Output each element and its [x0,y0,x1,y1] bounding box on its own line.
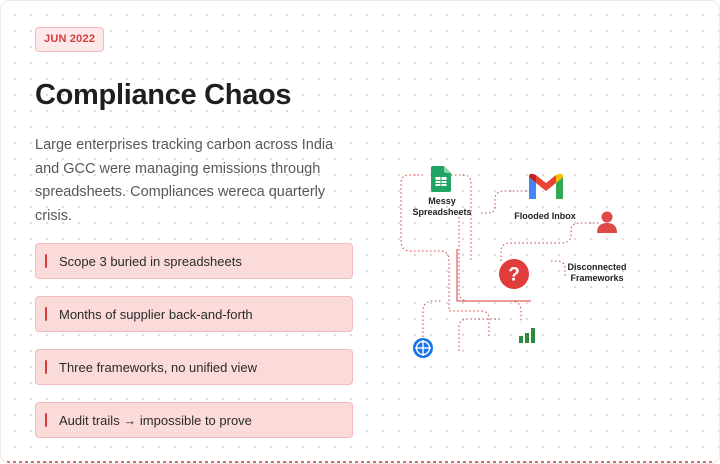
frameworks-label-line2: Frameworks [570,273,624,283]
gmail-icon [529,173,563,199]
bottom-dashed-border [1,461,719,463]
globe-icon [413,338,433,358]
item-accent-bar [45,254,47,268]
item-accent-bar [45,413,47,427]
description: Large enterprises tracking carbon across… [35,137,334,224]
spreadsheets-label-line2: Spreadsheets [412,207,472,217]
pain-point-list: Scope 3 buried in spreadsheets Months of… [35,243,353,455]
spreadsheets-label-line1: Messy [428,196,456,206]
svg-text:?: ? [508,265,520,286]
pain-point-item: Audit trails → impossible to prove [35,402,353,438]
bar-chart-icon [519,328,535,343]
pain-point-label: Months of supplier back-and-forth [59,307,253,322]
pain-point-label: Scope 3 buried in spreadsheets [59,254,242,269]
pain-point-label: Audit trails → impossible to prove [59,413,252,428]
user-icon [597,211,617,233]
pain-point-item: Three frameworks, no unified view [35,349,353,385]
spreadsheets-label: Messy Spreadsheets [409,196,475,218]
question-icon: ? [499,259,529,289]
connector-lines [400,174,599,351]
chaos-diagram: Messy Spreadsheets Flooded Inbox Disconn… [381,151,641,371]
item-accent-bar [45,360,47,374]
frameworks-label: Disconnected Frameworks [557,262,637,284]
frameworks-label-line1: Disconnected [567,262,627,272]
pain-point-item: Scope 3 buried in spreadsheets [35,243,353,279]
item-accent-bar [45,307,47,321]
inbox-label: Flooded Inbox [514,211,576,221]
pain-point-item: Months of supplier back-and-forth [35,296,353,332]
page-title: Compliance Chaos [35,79,292,111]
google-sheets-icon [431,166,451,192]
date-badge: JUN 2022 [35,27,105,52]
pain-point-label: Three frameworks, no unified view [59,360,257,375]
